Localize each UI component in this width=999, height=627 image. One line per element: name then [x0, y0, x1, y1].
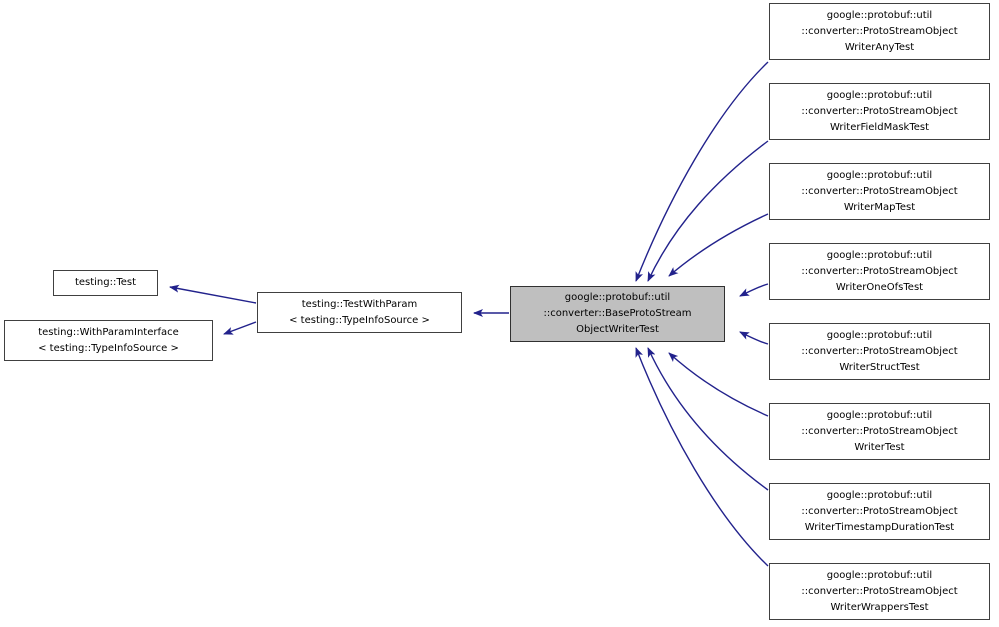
- edge-timestampdurationtest-to-center: [647, 347, 769, 491]
- node-baseprotostreamobjectwritertest[interactable]: google::protobuf::util ::converter::Base…: [510, 286, 725, 342]
- node-protostreamobjectwritertimestampdurationtest[interactable]: google::protobuf::util ::converter::Prot…: [769, 483, 990, 540]
- node-protostreamobjectwriteroneofstest[interactable]: google::protobuf::util ::converter::Prot…: [769, 243, 990, 300]
- node-label: google::protobuf::util ::converter::Prot…: [801, 169, 958, 213]
- edge-wrapperstest-to-center: [635, 347, 769, 567]
- node-label: google::protobuf::util ::converter::Base…: [543, 292, 692, 335]
- node-testing-withparaminterface[interactable]: testing::WithParamInterface < testing::T…: [4, 320, 213, 361]
- node-label: google::protobuf::util ::converter::Prot…: [801, 489, 958, 533]
- node-protostreamobjectwritermaptest[interactable]: google::protobuf::util ::converter::Prot…: [769, 163, 990, 220]
- node-protostreamobjectwriteranytest[interactable]: google::protobuf::util ::converter::Prot…: [769, 3, 990, 60]
- edge-oneofstest-to-center: [739, 283, 769, 297]
- node-label: google::protobuf::util ::converter::Prot…: [801, 249, 958, 293]
- node-label: testing::Test: [74, 277, 137, 288]
- node-label: google::protobuf::util ::converter::Prot…: [801, 9, 958, 53]
- node-label: testing::WithParamInterface < testing::T…: [38, 326, 179, 354]
- node-label: google::protobuf::util ::converter::Prot…: [801, 569, 958, 613]
- node-testing-test[interactable]: testing::Test: [53, 270, 158, 296]
- edge-anytest-to-center: [635, 61, 769, 282]
- node-protostreamobjectwriterfieldmasktest[interactable]: google::protobuf::util ::converter::Prot…: [769, 83, 990, 140]
- edge-fieldmasktest-to-center: [647, 140, 769, 282]
- node-label: google::protobuf::util ::converter::Prot…: [801, 409, 958, 453]
- node-label: google::protobuf::util ::converter::Prot…: [801, 89, 958, 133]
- node-protostreamobjectwritertest[interactable]: google::protobuf::util ::converter::Prot…: [769, 403, 990, 460]
- edge-structtest-to-center: [739, 331, 769, 345]
- edge-maptest-to-center: [668, 213, 769, 277]
- edge-testwithparam-to-test: [169, 284, 257, 304]
- edge-testwithparam-to-withparaminterface: [223, 321, 257, 335]
- node-label: testing::TestWithParam < testing::TypeIn…: [289, 298, 430, 326]
- node-label: google::protobuf::util ::converter::Prot…: [801, 329, 958, 373]
- node-protostreamobjectwriterstructtest[interactable]: google::protobuf::util ::converter::Prot…: [769, 323, 990, 380]
- edge-test-to-center: [668, 352, 769, 417]
- node-testing-testwithparam[interactable]: testing::TestWithParam < testing::TypeIn…: [257, 292, 462, 333]
- node-protostreamobjectwriterwrapperstest[interactable]: google::protobuf::util ::converter::Prot…: [769, 563, 990, 620]
